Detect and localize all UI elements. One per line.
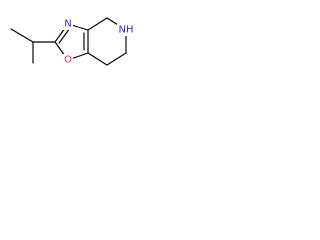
oxazole-oxygen-label: O [64, 55, 72, 66]
bond-c6-c7 [106, 52, 127, 66]
piperidine-nitrogen-background [117, 24, 136, 36]
bond-methyl-upper [10, 28, 34, 43]
piperidine-nitrogen-label: NH [119, 25, 134, 36]
oxazole-oxygen-background [63, 54, 73, 66]
oxazole-nitrogen-background [63, 18, 73, 30]
bond-c3a-c4 [87, 17, 108, 31]
atom-labels: N O NH [63, 18, 136, 66]
oxazole-nitrogen-label: N [64, 19, 71, 30]
bond-c7-c7a [87, 52, 108, 66]
molecule-structure-diagram: N O NH [10, 17, 136, 66]
bond-c2-n3-double-b [58, 27, 71, 44]
